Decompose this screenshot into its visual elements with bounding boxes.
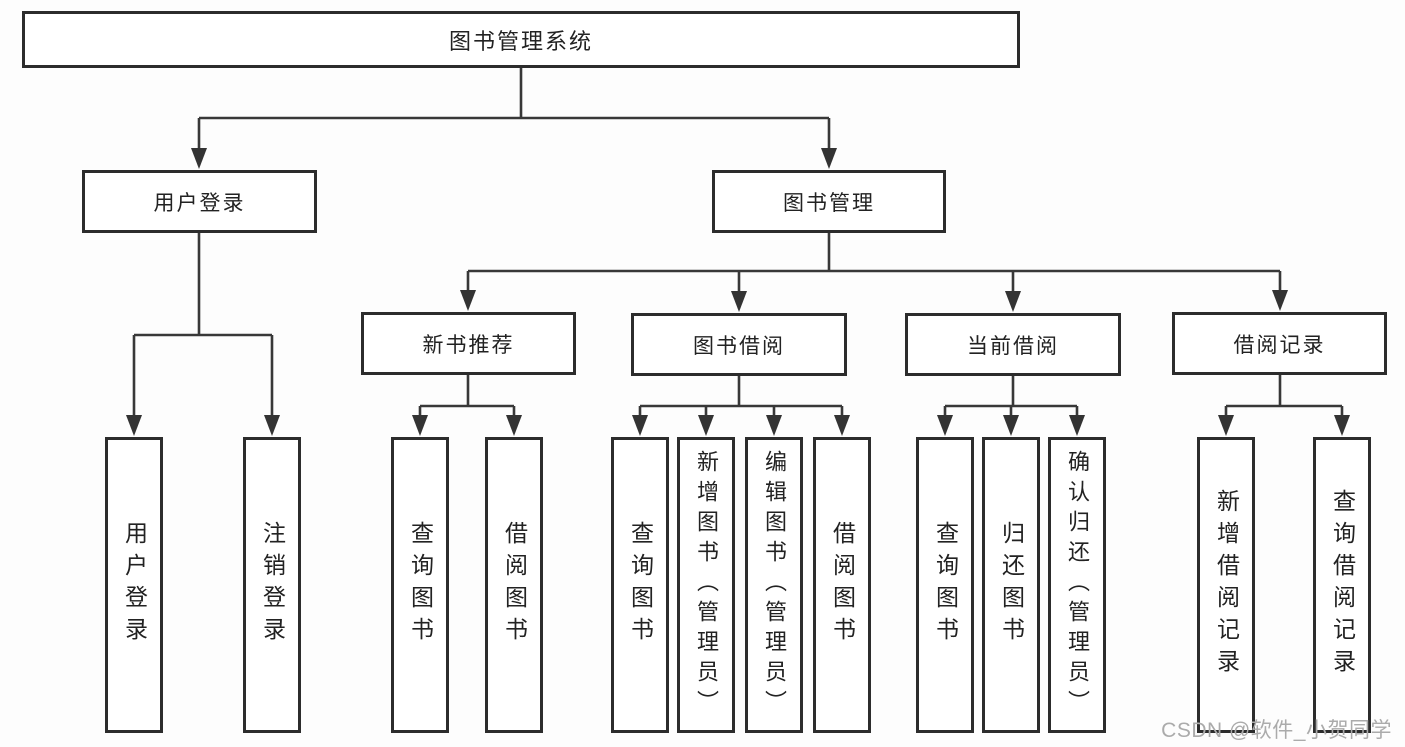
node-library-management-system-label: 图书管理系统	[448, 28, 593, 54]
arrow-down-icon	[766, 415, 782, 436]
arrow-down-icon	[191, 148, 207, 169]
connector-root-to-level2	[197, 68, 831, 155]
node-bb-query-books: 查询图书	[611, 437, 669, 733]
node-book-management: 图书管理	[712, 170, 946, 233]
node-bb-borrow-books: 借阅图书	[813, 437, 871, 733]
node-book-management-label: 图书管理	[783, 191, 875, 215]
node-logout-action-label: 注销登录	[259, 521, 286, 649]
node-nbr-borrow-books-label: 借阅图书	[501, 521, 528, 649]
node-nbr-query-books: 查询图书	[391, 437, 449, 733]
node-bb-edit-books-admin: 编辑图书（管理员）	[745, 437, 803, 733]
arrow-down-icon	[1334, 415, 1350, 436]
arrow-down-icon	[412, 415, 428, 436]
node-bb-edit-books-admin-label: 编辑图书（管理员）	[762, 450, 787, 720]
node-borrowing-records-label: 借阅记录	[1233, 333, 1326, 357]
arrow-down-icon	[264, 415, 280, 436]
arrow-down-icon	[506, 415, 522, 436]
node-nbr-query-books-label: 查询图书	[407, 521, 434, 649]
node-br-query-record: 查询借阅记录	[1313, 437, 1371, 733]
node-user-login-label: 用户登录	[153, 191, 246, 215]
arrow-down-icon	[460, 290, 476, 311]
node-bb-add-books-admin: 新增图书（管理员）	[677, 437, 735, 733]
node-user-login-action: 用户登录	[105, 437, 163, 733]
arrow-down-icon	[821, 148, 837, 169]
node-cb-query-books: 查询图书	[916, 437, 974, 733]
arrow-down-icon	[1003, 415, 1019, 436]
node-nbr-borrow-books: 借阅图书	[485, 437, 543, 733]
connector-user-login-to-children	[132, 233, 274, 420]
node-br-query-record-label: 查询借阅记录	[1329, 489, 1356, 681]
arrow-down-icon	[937, 415, 953, 436]
connector-book-borrow-to-children	[638, 376, 844, 420]
csdn-watermark: CSDN @软件_小贺同学	[1161, 719, 1392, 742]
arrow-down-icon	[834, 415, 850, 436]
node-br-add-record: 新增借阅记录	[1197, 437, 1255, 733]
connector-borrow-records-to-children	[1224, 375, 1344, 420]
node-library-management-system: 图书管理系统	[22, 11, 1020, 68]
node-cb-confirm-return-admin-label: 确认归还（管理员）	[1065, 450, 1090, 720]
node-borrowing-records: 借阅记录	[1172, 312, 1387, 375]
node-cb-confirm-return-admin: 确认归还（管理员）	[1048, 437, 1106, 733]
arrow-down-icon	[1069, 415, 1085, 436]
node-current-borrowing-label: 当前借阅	[967, 334, 1059, 358]
node-current-borrowing: 当前借阅	[905, 313, 1121, 376]
node-book-borrowing: 图书借阅	[631, 313, 847, 376]
connector-book-mgmt-to-level3	[466, 233, 1282, 296]
node-new-book-recommend-label: 新书推荐	[422, 333, 515, 357]
node-cb-return-books: 归还图书	[982, 437, 1040, 733]
node-user-login-action-label: 用户登录	[121, 521, 148, 649]
node-logout-action: 注销登录	[243, 437, 301, 733]
connector-new-book-rec-to-children	[418, 375, 516, 420]
arrow-down-icon	[1272, 290, 1288, 311]
arrow-down-icon	[632, 415, 648, 436]
node-bb-add-books-admin-label: 新增图书（管理员）	[694, 450, 719, 720]
node-book-borrowing-label: 图书借阅	[693, 334, 785, 358]
node-bb-query-books-label: 查询图书	[627, 521, 654, 649]
node-cb-query-books-label: 查询图书	[932, 521, 959, 649]
node-bb-borrow-books-label: 借阅图书	[829, 521, 856, 649]
arrow-down-icon	[731, 291, 747, 312]
arrow-down-icon	[126, 415, 142, 436]
node-br-add-record-label: 新增借阅记录	[1213, 489, 1240, 681]
node-new-book-recommend: 新书推荐	[361, 312, 576, 375]
arrow-down-icon	[1005, 291, 1021, 312]
arrow-down-icon	[698, 415, 714, 436]
node-user-login: 用户登录	[82, 170, 317, 233]
connector-current-borrow-to-children	[943, 376, 1079, 420]
node-cb-return-books-label: 归还图书	[998, 521, 1025, 649]
arrow-down-icon	[1218, 415, 1234, 436]
